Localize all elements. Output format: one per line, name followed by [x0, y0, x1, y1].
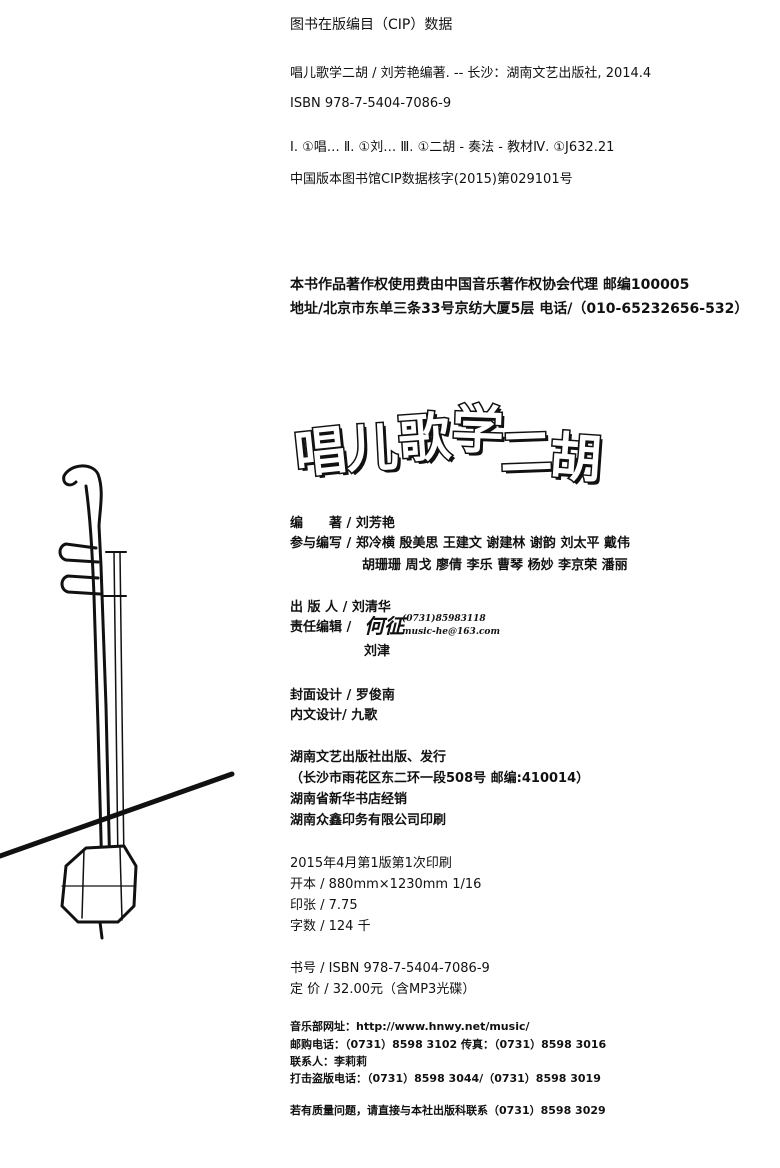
- erhu-illustration-icon: [0, 464, 235, 940]
- credit-publisher-label: 出 版 人: [290, 600, 339, 615]
- credit-editor-label: 责任编辑: [290, 620, 343, 635]
- credit-editor: 责任编辑 /: [290, 620, 352, 635]
- title-char: 儿: [343, 416, 401, 482]
- credit-cover-name: 罗俊南: [355, 688, 395, 703]
- title-char: 胡: [546, 426, 605, 492]
- credit-interior-label: 内文设计: [290, 708, 343, 723]
- credit-editor-2: 刘津: [364, 644, 391, 659]
- credit-cover-label: 封面设计: [290, 688, 343, 703]
- credit-participants-label: 参与编写: [290, 536, 343, 551]
- title-char: 唱: [290, 419, 351, 487]
- contact-quality: 若有质量问题，请直接与本社出版科联系（0731）8598 3029: [290, 1104, 606, 1117]
- publishing-line-2: （长沙市雨花区东二环一段508号 邮编:410014）: [290, 771, 590, 786]
- publishing-line-4: 湖南众鑫印务有限公司印刷: [290, 813, 447, 828]
- editor-phone: (0731)85983118: [402, 614, 486, 624]
- credit-interior-name: 九歌: [351, 708, 378, 723]
- cip-isbn: ISBN 978-7-5404-7086-9: [290, 96, 452, 111]
- credit-publisher-name: 刘清华: [351, 600, 391, 615]
- publishing-line-3: 湖南省新华书店经销: [290, 792, 408, 807]
- contact-mail-phone: 邮购电话：（0731）8598 3102 传真：（0731）8598 3016: [290, 1038, 607, 1051]
- credit-publisher: 出 版 人 / 刘清华: [290, 600, 391, 615]
- copyright-address-line: 地址/北京市东单三条33号京纺大厦5层 电话/（010-65232656-532…: [290, 301, 749, 317]
- credit-author-name: 刘芳艳: [355, 516, 395, 531]
- credit-participants-names: 郑冷横 殷美思 王建文 谢建林 谢韵 刘太平 戴伟: [355, 536, 630, 551]
- editor-signature: 何征: [364, 614, 404, 638]
- cip-classification: Ⅰ. ①唱… Ⅱ. ①刘… Ⅲ. ①二胡 - 奏法 - 教材Ⅳ. ①J632.2…: [290, 140, 615, 155]
- credit-interior: 内文设计/ 九歌: [290, 708, 378, 723]
- credit-author: 编 著 / 刘芳艳: [290, 516, 395, 531]
- publishing-line-1: 湖南文艺出版社出版、发行: [290, 750, 447, 765]
- book-title: 唱 儿 歌 学 二 胡: [290, 388, 614, 493]
- contact-piracy: 打击盗版电话：（0731）8598 3044/（0731）8598 3019: [290, 1072, 601, 1085]
- title-char: 学: [449, 399, 506, 464]
- spec-sheets: 印张 / 7.75: [290, 898, 358, 913]
- book-price: 定 价 / 32.00元（含MP3光碟）: [290, 982, 476, 997]
- credit-participants-names-2: 胡珊珊 周戈 廖倩 李乐 曹琴 杨妙 李京荣 潘丽: [362, 558, 628, 573]
- spec-edition: 2015年4月第1版第1次印刷: [290, 856, 452, 871]
- spec-words: 字数 / 124 千: [290, 919, 371, 934]
- contact-person: 联系人：李莉莉: [290, 1055, 367, 1068]
- cip-bibliographic-line: 唱儿歌学二胡 / 刘芳艳编著. -- 长沙：湖南文艺出版社, 2014.4: [290, 66, 652, 81]
- cip-heading: 图书在版编目（CIP）数据: [290, 17, 453, 33]
- cip-record-number: 中国版本图书馆CIP数据核字(2015)第029101号: [290, 172, 573, 187]
- book-number: 书号 / ISBN 978-7-5404-7086-9: [290, 961, 490, 976]
- spec-format: 开本 / 880mm×1230mm 1/16: [290, 877, 482, 892]
- credit-author-label: 编 著: [290, 516, 343, 531]
- title-char: 歌: [395, 406, 454, 472]
- credit-cover: 封面设计 / 罗俊南: [290, 688, 395, 703]
- copyright-agency-line: 本书作品著作权使用费由中国音乐著作权协会代理 邮编100005: [290, 277, 690, 293]
- contact-website: 音乐部网址：http://www.hnwy.net/music/: [290, 1020, 530, 1033]
- title-char: 二: [498, 421, 555, 486]
- credit-participants: 参与编写 / 郑冷横 殷美思 王建文 谢建林 谢韵 刘太平 戴伟: [290, 536, 630, 551]
- editor-email: music-he@163.com: [402, 627, 500, 637]
